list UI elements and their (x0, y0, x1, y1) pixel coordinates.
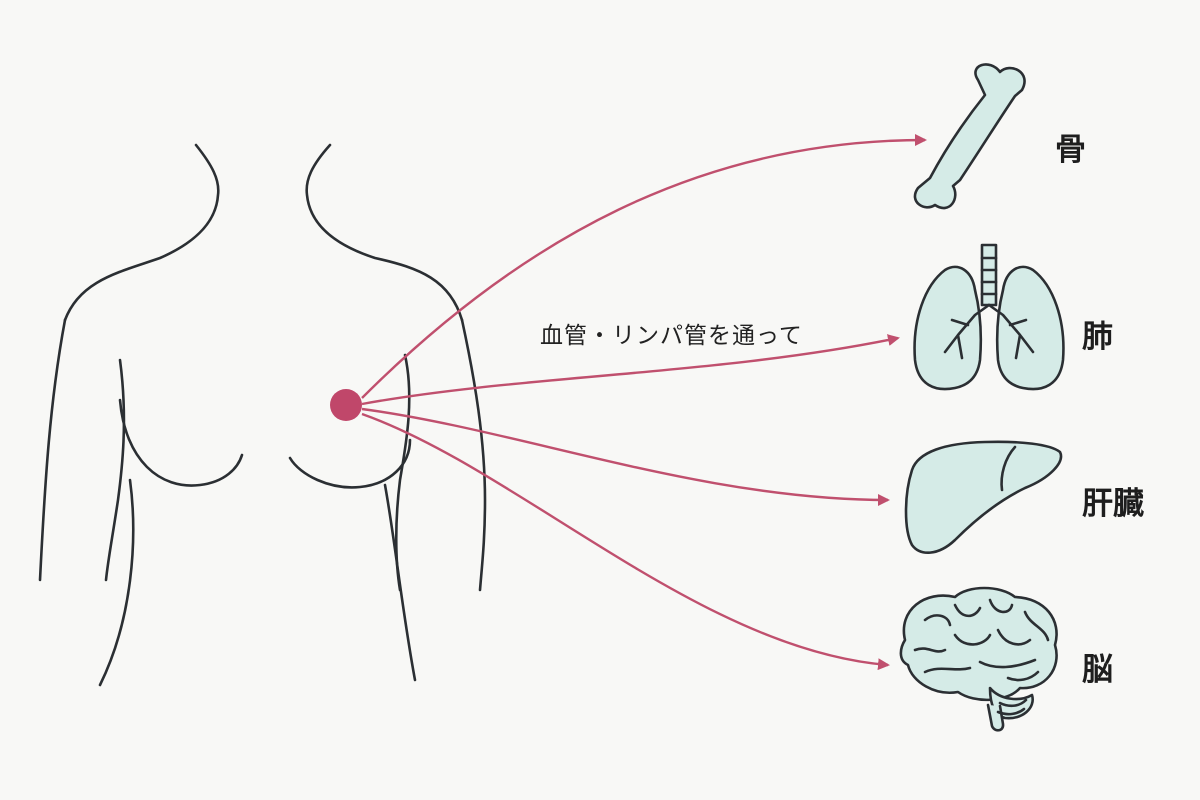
right-breast (288, 438, 412, 489)
left-flank (98, 478, 135, 687)
lungs-icon (913, 243, 1065, 391)
organ-label-liver: 肝臓 (1082, 486, 1144, 522)
right-flank (383, 483, 417, 682)
neck-right (305, 143, 464, 322)
left-arm-outer (38, 318, 67, 582)
left-breast (118, 398, 244, 487)
right-arm-outer (460, 318, 487, 592)
organ-label-bone: 骨 (1055, 132, 1086, 168)
tumor-marker (330, 389, 362, 421)
liver-icon (904, 440, 1063, 554)
right-arm-inner (394, 353, 411, 592)
organ-label-brain: 脳 (1082, 652, 1113, 688)
arrow-to-liver (361, 407, 890, 506)
left-arm-inner (104, 358, 126, 582)
neck-left (63, 143, 220, 322)
arrow-to-lung (361, 334, 900, 406)
bone-icon (913, 63, 1026, 210)
arrow-to-bone (361, 134, 927, 399)
organ-label-lung: 肺 (1082, 319, 1113, 355)
metastasis-arrows (361, 134, 927, 671)
route-label: 血管・リンパ管を通って (540, 323, 803, 349)
arrow-to-brain (361, 412, 890, 671)
brain-icon (899, 586, 1058, 732)
torso-outline (38, 143, 487, 687)
